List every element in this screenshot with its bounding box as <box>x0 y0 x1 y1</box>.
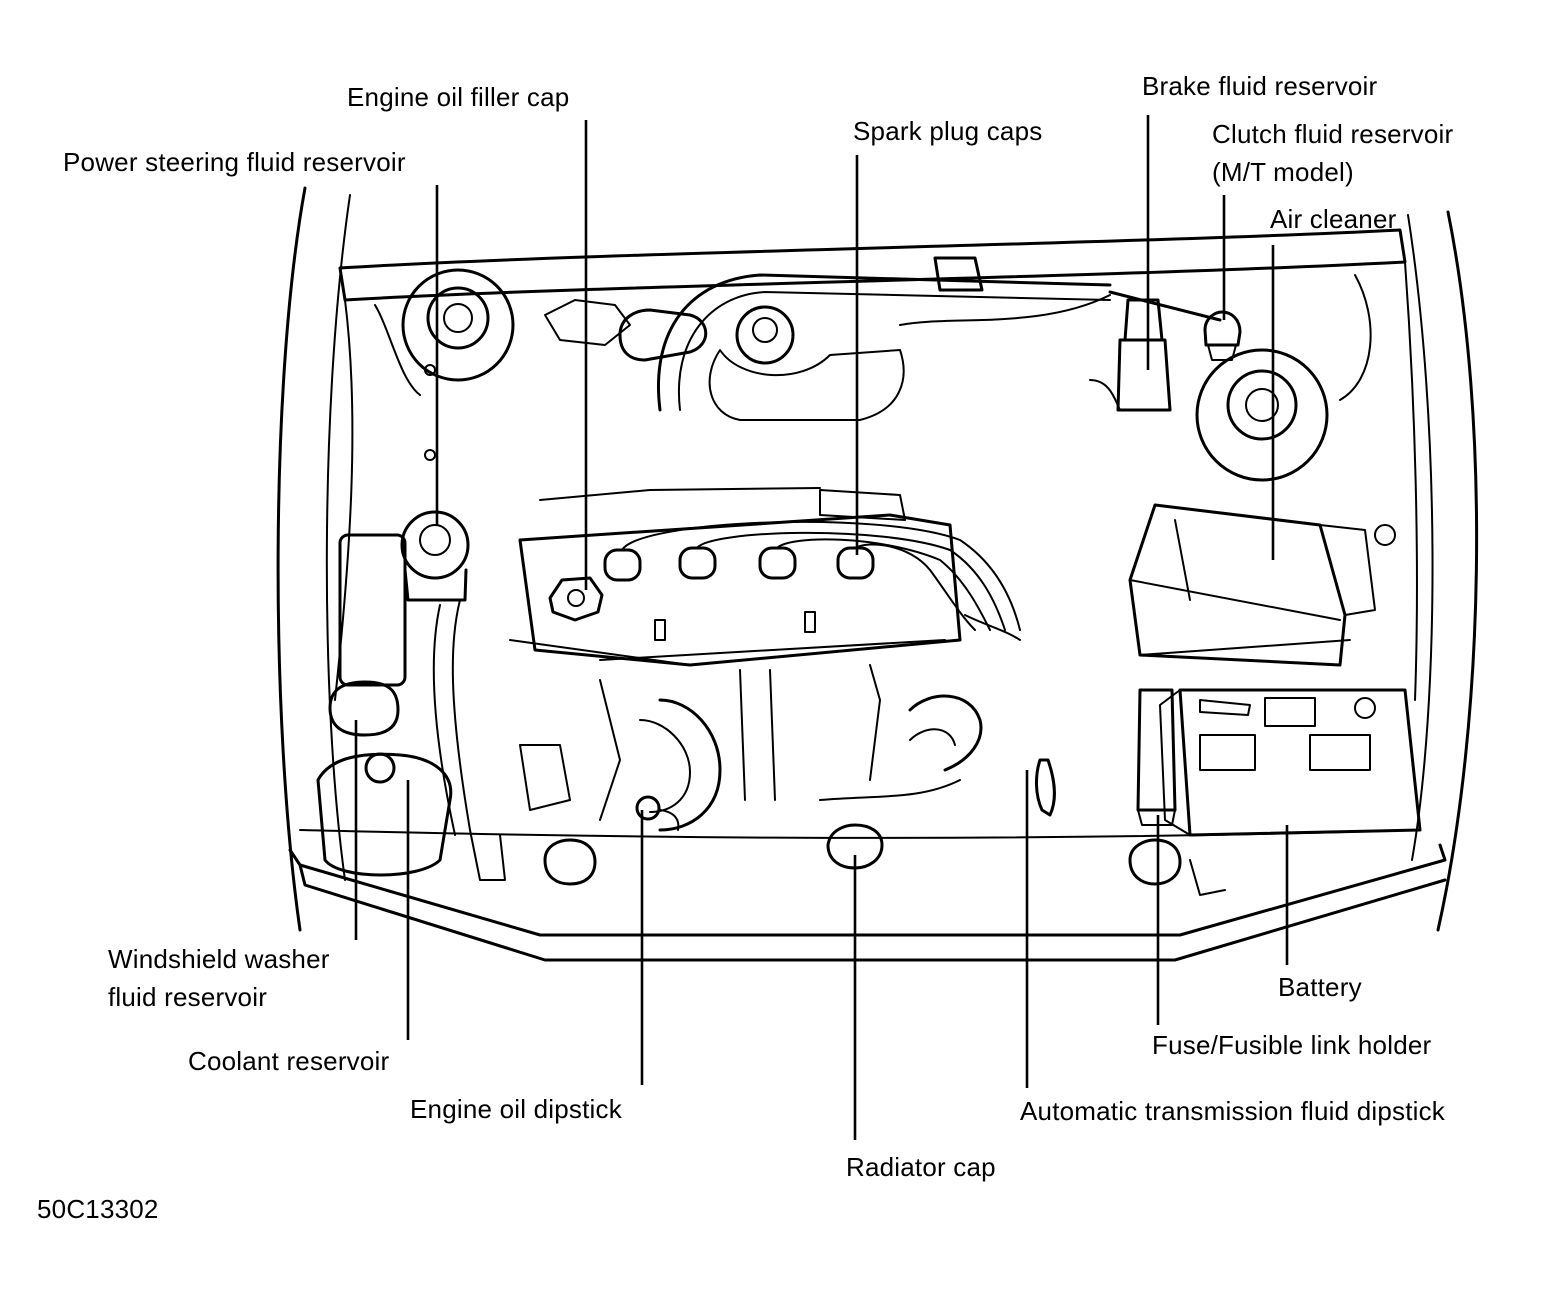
core-support-brackets <box>469 829 1226 896</box>
coolant-reservoir <box>316 752 453 877</box>
label-radiator-cap: Radiator cap <box>846 1152 996 1182</box>
label-battery: Battery <box>1278 972 1362 1002</box>
battery <box>1159 688 1422 837</box>
label-clutch-fluid-reservoir-note: (M/T model) <box>1212 157 1354 187</box>
label-spark-plug-caps: Spark plug caps <box>853 116 1043 146</box>
atf-dipstick-handle <box>1035 758 1056 817</box>
left-fender <box>276 186 351 932</box>
oil-filler-cap <box>548 576 604 622</box>
spark-plug-caps <box>603 546 875 582</box>
label-automatic-transmission-fluid-dipstick: Automatic transmission fluid dipstick <box>1020 1096 1445 1126</box>
leader-lines <box>354 115 1289 1140</box>
lower-hoses <box>639 694 983 832</box>
intake-assembly <box>544 299 905 421</box>
label-clutch-fluid-reservoir: Clutch fluid reservoir <box>1212 119 1454 149</box>
cowl-outline <box>334 228 1418 701</box>
label-brake-fluid-reservoir: Brake fluid reservoir <box>1142 71 1378 101</box>
radiator-cap <box>826 823 884 870</box>
figure-id: 50C13302 <box>37 1194 159 1224</box>
label-engine-oil-dipstick: Engine oil dipstick <box>410 1094 622 1124</box>
air-cleaner <box>1128 503 1396 667</box>
front-bumper <box>288 829 1447 962</box>
engine-oil-dipstick-handle <box>635 795 680 831</box>
power-steering-reservoir <box>400 510 470 602</box>
spark-plug-wires <box>621 520 1021 641</box>
label-air-cleaner: Air cleaner <box>1270 204 1397 234</box>
label-windshield-washer-line2: fluid reservoir <box>108 982 268 1012</box>
label-windshield-washer: Windshield washer <box>108 944 330 974</box>
valve-cover <box>509 513 962 667</box>
label-fuse-fusible-link-holder: Fuse/Fusible link holder <box>1152 1030 1432 1060</box>
label-power-steering-fluid-reservoir: Power steering fluid reservoir <box>63 147 406 177</box>
washer-reservoir <box>328 533 407 737</box>
label-coolant-reservoir: Coolant reservoir <box>188 1046 390 1076</box>
clutch-fluid-reservoir <box>1203 310 1242 361</box>
brake-fluid-reservoir <box>1089 298 1172 412</box>
right-strut-tower <box>1195 348 1329 482</box>
left-strut-tower <box>401 268 515 461</box>
intake-manifold <box>432 599 881 836</box>
right-fender <box>1407 210 1479 932</box>
upper-hoses <box>539 256 1222 521</box>
label-engine-oil-filler-cap: Engine oil filler cap <box>347 82 570 112</box>
fuse-holder <box>1136 688 1177 826</box>
